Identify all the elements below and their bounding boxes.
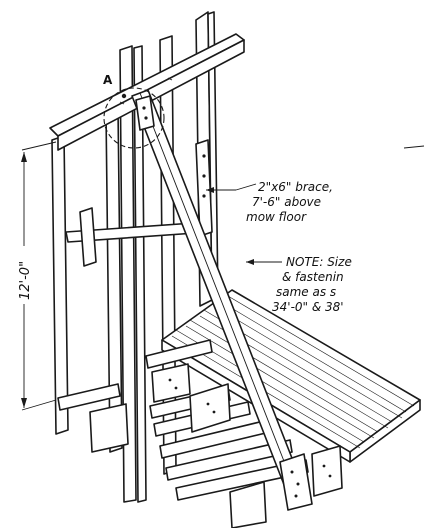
height-dimension: 12'-0" [14,141,57,411]
horizontal-girt [65,139,213,267]
girt-cleat [195,139,213,237]
note-callout: NOTE: Size & fastenin same as s 34'-0" &… [246,255,352,314]
brace-callout-line-3: mow floor [246,210,307,224]
floor-joists [57,339,343,528]
detail-a-cleat [135,95,155,131]
stud-block-low [89,403,129,453]
joist-block-1 [151,363,191,403]
bottom-block [229,481,267,528]
stud-center-tall [119,45,137,503]
diagonal-brace [131,89,313,511]
detail-a-circle [103,87,165,149]
brace-callout-line-1: 2"x6" brace, [258,180,333,194]
stud-center-tall-b [133,45,147,503]
girt-block [79,207,97,267]
height-dimension-label: 12'-0" [18,261,33,300]
brace-foot-cleat [279,453,313,511]
stud-left [51,135,69,435]
joist-6 [175,459,309,501]
stray-mark [403,145,425,149]
sill-board [57,383,121,411]
brace-callout: 2"x6" brace, 7'-6" above mow floor [206,180,333,224]
brace-callout-line-2: 7'-6" above [252,195,321,209]
joist-end-block [311,445,343,497]
note-line-1: NOTE: Size [286,255,352,269]
note-line-4: 34'-0" & 38' [272,300,344,314]
stud-left-center [105,107,123,453]
joist-1 [145,339,213,369]
note-line-2: & fastenin [282,270,344,284]
joist-5 [165,439,293,481]
detail-a-label: A [103,73,113,87]
note-line-3: same as s [276,285,336,299]
joist-block-2 [189,383,231,433]
detail-a: A [103,73,165,149]
